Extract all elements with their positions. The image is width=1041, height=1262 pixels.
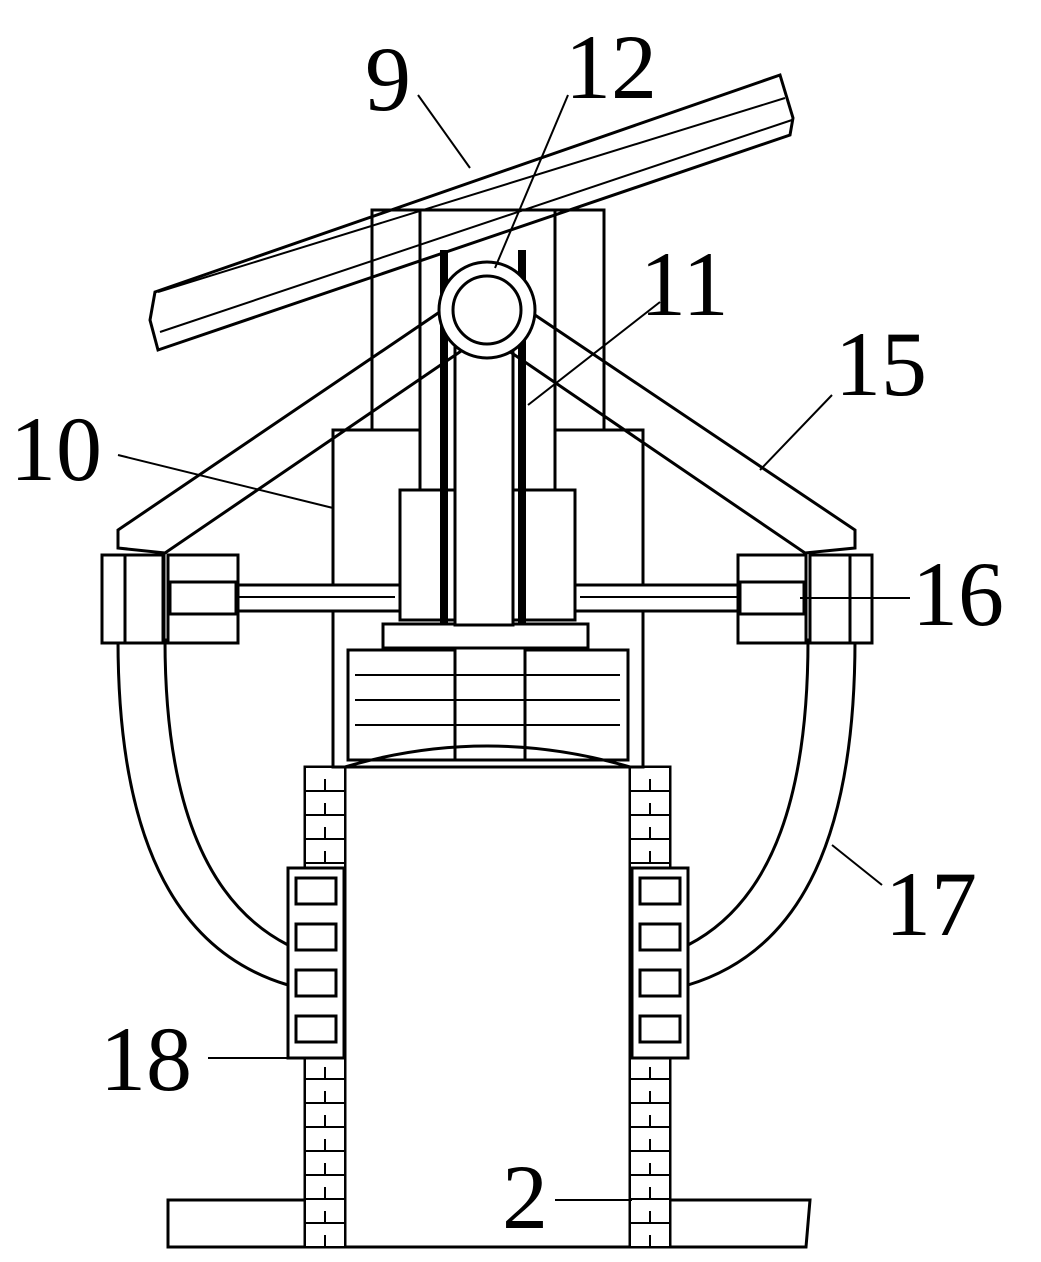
reference-labels: 9 12 11 15 10 16 17 18 2 xyxy=(10,16,1004,1248)
gear-tooth xyxy=(294,1014,338,1044)
label-16: 16 xyxy=(912,543,1004,645)
right-gear-block xyxy=(630,866,690,1060)
gear-tooth xyxy=(638,968,682,998)
vertical-rods xyxy=(440,250,526,627)
left-curved-arm xyxy=(116,638,290,988)
right-curved-arm xyxy=(686,638,857,988)
label-17: 17 xyxy=(885,853,977,955)
gear-tooth xyxy=(294,922,338,952)
gear-tooth xyxy=(638,876,682,906)
tilted-panel xyxy=(148,73,795,352)
gear-tooth xyxy=(294,876,338,906)
label-10: 10 xyxy=(10,398,102,500)
label-9: 9 xyxy=(365,28,411,130)
label-18: 18 xyxy=(100,1008,192,1110)
label-15: 15 xyxy=(835,313,927,415)
gear-tooth xyxy=(294,968,338,998)
leader-lines xyxy=(117,94,910,1201)
pivot-joint xyxy=(437,260,537,360)
gear-tooth xyxy=(638,1014,682,1044)
gear-tooth xyxy=(638,922,682,952)
left-gear-block xyxy=(286,866,346,1060)
central-column xyxy=(343,765,632,1249)
spring-stack xyxy=(344,622,631,769)
label-11: 11 xyxy=(640,233,729,335)
label-2: 2 xyxy=(502,1146,548,1248)
label-12: 12 xyxy=(565,16,657,118)
